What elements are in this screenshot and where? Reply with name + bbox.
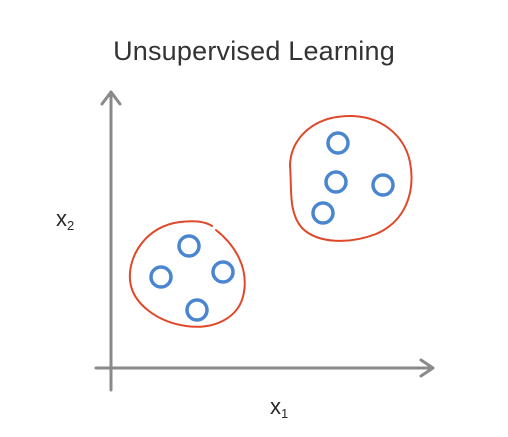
slide-title: Unsupervised Learning — [113, 36, 395, 66]
data-point — [371, 173, 395, 197]
cluster-outline-bottom-left — [128, 220, 246, 328]
data-point — [326, 131, 350, 155]
data-point — [211, 260, 235, 284]
y-axis-arrowhead — [100, 90, 122, 106]
data-point — [324, 170, 348, 194]
points-bottom-left — [149, 234, 235, 322]
x-axis-label-base: x — [270, 394, 281, 419]
x-axis-arrowhead — [419, 358, 435, 378]
data-point — [177, 234, 201, 258]
data-point — [149, 265, 173, 289]
y-axis-label-base: x — [56, 206, 67, 231]
y-axis-label-subscript: 2 — [67, 218, 75, 233]
axes — [94, 90, 435, 392]
x-axis-label-subscript: 1 — [281, 406, 289, 421]
y-axis-label: x2 — [56, 206, 75, 233]
data-point — [185, 298, 209, 322]
cluster-outline-top-right — [288, 114, 413, 242]
points-top-right — [311, 131, 395, 225]
data-point — [311, 201, 335, 225]
x-axis-label: x1 — [270, 394, 289, 421]
